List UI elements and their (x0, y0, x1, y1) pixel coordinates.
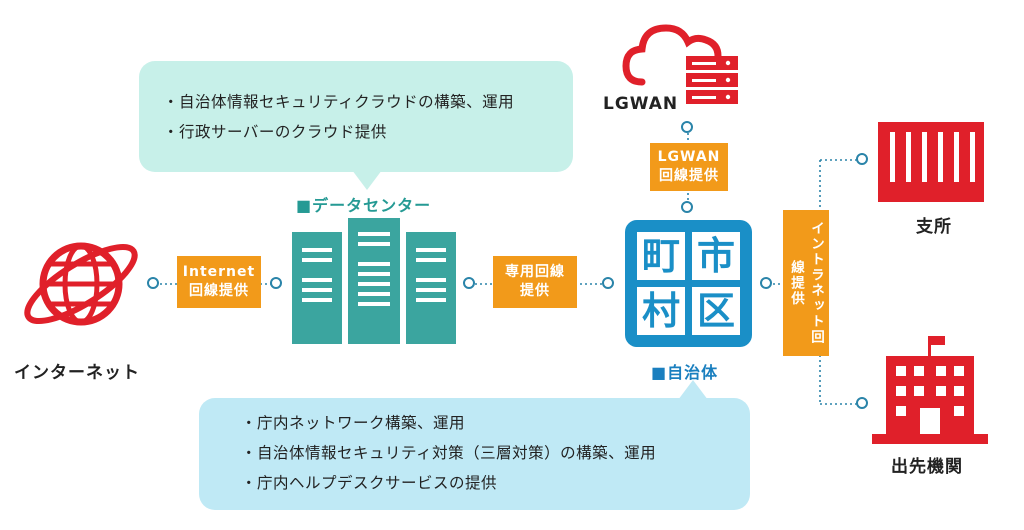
lgwan-line-badge: LGWAN 回線提供 (650, 143, 728, 191)
badge-line: LGWAN (657, 149, 721, 165)
connector-dot (147, 277, 159, 289)
bubble-line: ・自治体情報セキュリティクラウドの構築、運用 (163, 93, 515, 111)
connector-dot (270, 277, 282, 289)
badge-line: 提供 (520, 283, 550, 299)
badge-line: 回線提供 (189, 283, 249, 299)
connector-dot (681, 121, 693, 133)
badge-line: 専用回線 (505, 264, 565, 280)
badge-line: Internet (182, 264, 256, 280)
bubble-line: ・庁内ネットワーク構築、運用 (241, 414, 466, 432)
dedicated-line-badge: 専用回線 提供 (493, 256, 577, 308)
bubble-line: ・自治体情報セキュリティ対策（三層対策）の構築、運用 (241, 444, 657, 462)
municipality-service-bubble: ・庁内ネットワーク構築、運用 ・自治体情報セキュリティ対策（三層対策）の構築、運… (199, 398, 750, 510)
connector-dot (760, 277, 772, 289)
internet-line-badge: Internet 回線提供 (177, 256, 261, 308)
cloud-server-icon (622, 24, 738, 104)
lgwan-label: LGWAN (603, 94, 679, 114)
office-building-icon (878, 122, 984, 202)
municipality-char: 町 (637, 232, 685, 280)
bubble-tail (678, 380, 708, 400)
municipality-char: 市 (692, 232, 740, 280)
internet-label: インターネット (14, 363, 140, 383)
bubble-line: ・行政サーバーのクラウド提供 (163, 123, 387, 141)
connector-dot (856, 153, 868, 165)
badge-vertical-text: イントラネット回線提供 (788, 221, 824, 345)
connector-dot (463, 277, 475, 289)
badge-line: 回線提供 (659, 168, 719, 184)
municipality-label: ■自治体 (651, 363, 719, 382)
connector-dot (681, 201, 693, 213)
connector-dot (856, 397, 868, 409)
bubble-tail (352, 170, 382, 190)
bubble-line: ・庁内ヘルプデスクサービスの提供 (241, 474, 498, 492)
government-building-icon (872, 336, 988, 444)
intranet-line-badge: イントラネット回線提供 (783, 210, 829, 356)
municipality-char: 村 (637, 287, 685, 335)
branch-label: 支所 (916, 217, 952, 237)
globe-icon (24, 242, 138, 326)
connector-dot (602, 277, 614, 289)
server-rack-icon (292, 218, 456, 344)
municipality-icon: 町 市 村 区 (625, 220, 752, 347)
outpost-label: 出先機関 (891, 457, 963, 477)
datacenter-label: ■データセンター (296, 196, 432, 215)
datacenter-service-bubble: ・自治体情報セキュリティクラウドの構築、運用 ・行政サーバーのクラウド提供 (139, 61, 573, 172)
municipality-char: 区 (692, 287, 740, 335)
